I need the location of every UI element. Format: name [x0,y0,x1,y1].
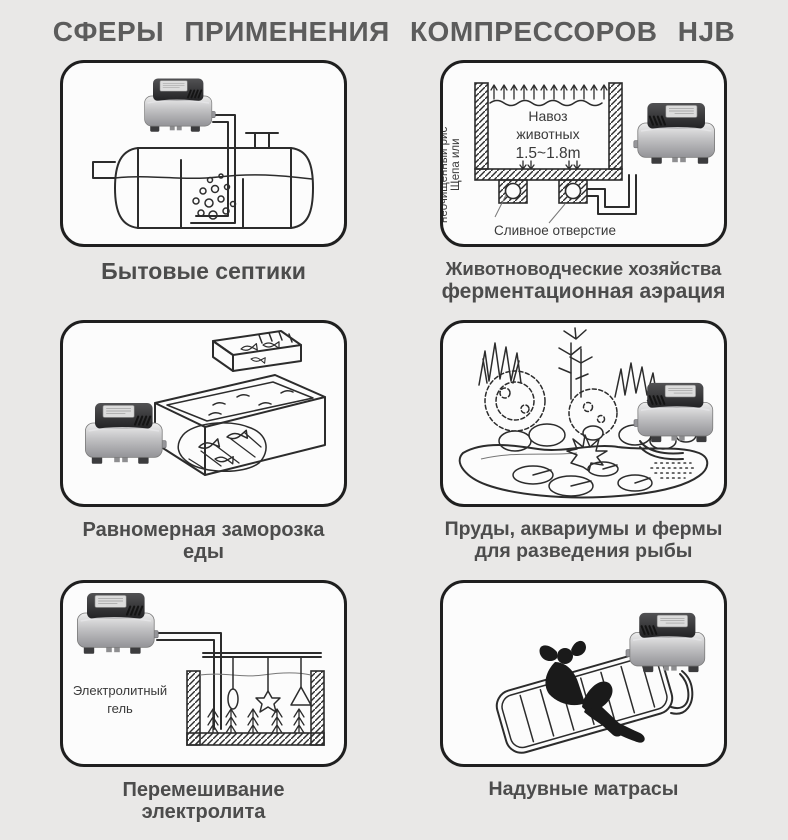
air-hose [190,114,236,224]
caption-livestock: Животноводческие хозяйства ферментационн… [440,247,727,315]
electrode-hangers [227,656,312,713]
infographic-page: СФЕРЫ ПРИМЕНЕНИЯ КОМПРЕССОРОВ HJB [52,16,736,823]
air-pump-illustration [632,101,716,165]
depth-label: 1.5~1.8m [515,145,580,162]
air-hose [156,632,222,730]
caption-ponds: Пруды, аквариумы и фермы для разведения … [440,507,727,575]
electrolyte-tank-drawing [186,652,325,746]
fermentation-tank-drawing [474,82,623,204]
air-bubbles [192,173,237,220]
caption-mattresses: Надувные матрасы [440,767,727,835]
air-hose [670,670,694,715]
pond-rocks-drawing [498,423,697,452]
septic-tanks-frame [60,60,347,247]
caption-line: ферментационная аэрация [441,279,726,303]
pond-illustration [458,327,714,499]
panel-food-freezing: Равномерная заморозка еды [60,320,347,575]
side-label-outer: неочищенный рис [443,127,450,223]
mattress-drawing [495,650,674,754]
fermentation-tank-illustration: Навоз животных 1.5~1.8m Щепа или неочище… [443,82,716,238]
air-hose [639,440,684,461]
page-title: СФЕРЫ ПРИМЕНЕНИЯ КОМПРЕССОРОВ HJB [52,16,736,47]
electrolyte-mixing-frame: Электролитный гель [60,580,347,767]
air-pump-illustration [625,611,706,674]
side-label-inner: Щепа или [450,138,462,191]
person-silhouette [539,640,645,743]
gas-arrows [490,84,608,100]
caption-line: Надувные матрасы [488,778,679,800]
ponds-fish-frame [440,320,727,507]
septic-tank-illustration [92,77,314,229]
caption-line: Перемешивание электролита [122,779,285,824]
caption-line: Пруды, аквариумы и фермы [444,518,723,540]
electrolyte-bath-illustration: Электролитный гель [73,591,325,746]
caption-electrolyte: Перемешивание электролита [60,767,347,835]
pond-water-drawing [458,434,709,499]
drain-label: Сливное отверстие [494,223,616,238]
depth-arrows [519,160,581,170]
panel-ponds-fish: Пруды, аквариумы и фермы для разведения … [440,320,727,575]
panel-septic-tanks: Бытовые септики [60,60,347,315]
caption-septic-tanks: Бытовые септики [60,247,347,315]
gel-label-line1: Электролитный [73,683,167,698]
manure-label-line1: Навоз [528,108,567,124]
air-pump-illustration [143,77,216,133]
freezer-illustration [84,330,326,476]
panel-livestock-fermentation: Навоз животных 1.5~1.8m Щепа или неочище… [440,60,727,315]
caption-line: для разведения рыбы [474,539,693,562]
air-pump-illustration [76,591,160,655]
septic-tank-drawing [92,132,314,229]
caption-line: Животноводческие хозяйства [445,258,722,279]
panel-electrolyte-mixing: Электролитный гель Перемешивание электро… [60,580,347,835]
air-mattress-illustration [495,611,706,754]
panel-grid: Бытовые септики [0,60,788,840]
air-mattresses-frame [440,580,727,767]
caption-line: Бытовые септики [101,258,306,284]
food-freezing-frame [60,320,347,507]
small-fish-box-drawing [212,330,302,372]
manure-label-line2: животных [516,126,579,142]
livestock-fermentation-frame: Навоз животных 1.5~1.8m Щепа или неочище… [440,60,727,247]
caption-line: Равномерная заморозка еды [82,519,325,564]
gel-label-line2: гель [107,701,133,716]
drain-pipe [586,174,637,215]
freezer-bin-drawing [154,374,326,476]
bubble-streams [207,708,305,734]
caption-food-freezing: Равномерная заморозка еды [60,507,347,575]
panel-air-mattresses: Надувные матрасы [440,580,727,835]
